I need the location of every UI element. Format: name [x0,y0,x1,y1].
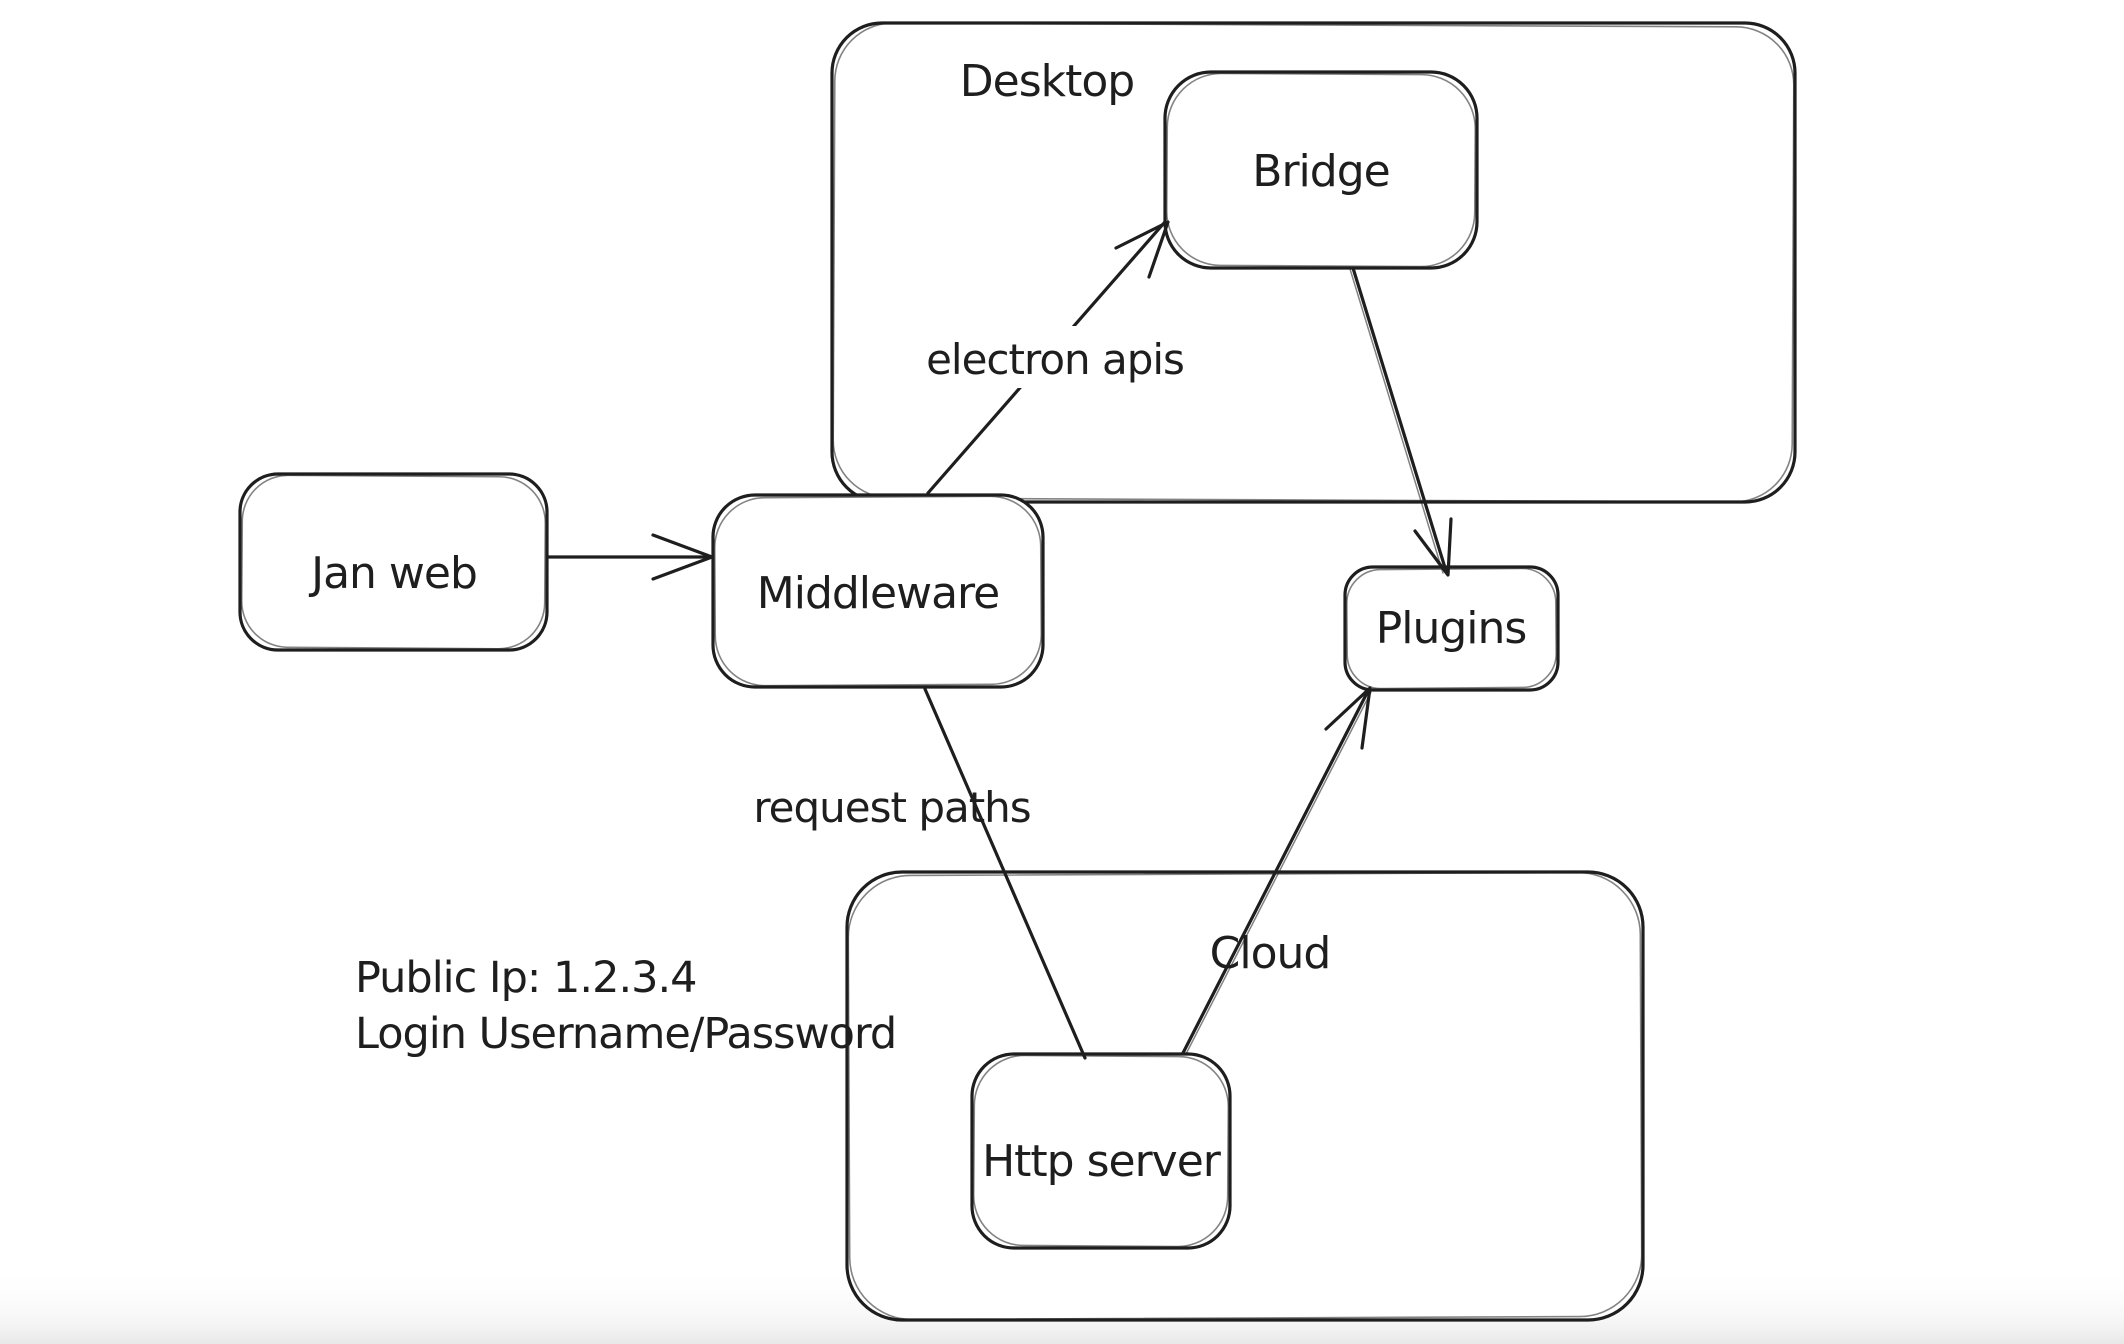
http-server-sketch [972,1054,1230,1248]
plugins-sketch [1346,567,1558,690]
cloud-container-label[interactable]: Cloud [1210,928,1332,979]
edge-middleware-bridge-arrowhead [1114,220,1170,279]
edge-label-electron-apis-group[interactable]: electron apis [895,326,1217,388]
jan-web-box[interactable] [238,472,549,652]
edge-middleware-httpserver-line[interactable] [923,687,1087,1060]
node-plugins[interactable]: Plugins [1343,565,1560,692]
edge-httpserver-plugins-arrowhead [1324,686,1372,750]
node-jan-web[interactable]: Jan web [238,472,549,652]
edge-bridge-plugins-sketch [1349,268,1444,574]
node-bridge[interactable]: Bridge [1163,70,1479,270]
cloud-container-sketch [847,871,1643,1321]
edge-httpserver-plugins-line[interactable] [1181,689,1370,1055]
bridge-label[interactable]: Bridge [1252,146,1390,197]
annotation-line-2[interactable]: Login Username/Password [355,1009,897,1059]
http-server-label[interactable]: Http server [982,1136,1223,1187]
middleware-label[interactable]: Middleware [757,568,1000,619]
edge-bridge-plugins-arrowhead [1413,517,1453,577]
edge-httpserver-plugins-sketch [1185,691,1372,1055]
edge-janweb-middleware-arrowhead [651,533,714,581]
edge-bridge-plugins-line[interactable] [1351,266,1448,573]
plugins-box[interactable] [1343,565,1560,692]
bridge-sketch [1165,72,1477,268]
jan-web-label[interactable]: Jan web [308,548,478,599]
middleware-sketch [713,495,1043,687]
jan-web-sketch [240,474,547,650]
middleware-box[interactable] [711,493,1045,689]
bridge-box[interactable] [1163,70,1479,270]
edge-janweb-middleware[interactable] [547,533,714,581]
edge-bridge-plugins[interactable] [1349,266,1453,577]
node-http-server[interactable]: Http server [970,1052,1232,1250]
annotation-note[interactable]: Public Ip: 1.2.3.4 Login Username/Passwo… [355,953,897,1059]
edge-label-electron-apis-backing [895,326,1217,388]
desktop-container-sketch [832,22,1795,503]
edge-label-request-paths[interactable]: request paths [753,783,1031,832]
desktop-container-label[interactable]: Desktop [960,56,1135,107]
annotation-line-1[interactable]: Public Ip: 1.2.3.4 [355,953,698,1003]
node-middleware[interactable]: Middleware [711,493,1045,689]
plugins-label[interactable]: Plugins [1376,603,1528,654]
edge-httpserver-plugins[interactable] [1181,686,1372,1055]
edge-label-electron-apis[interactable]: electron apis [926,335,1185,384]
http-server-box[interactable] [970,1052,1232,1250]
